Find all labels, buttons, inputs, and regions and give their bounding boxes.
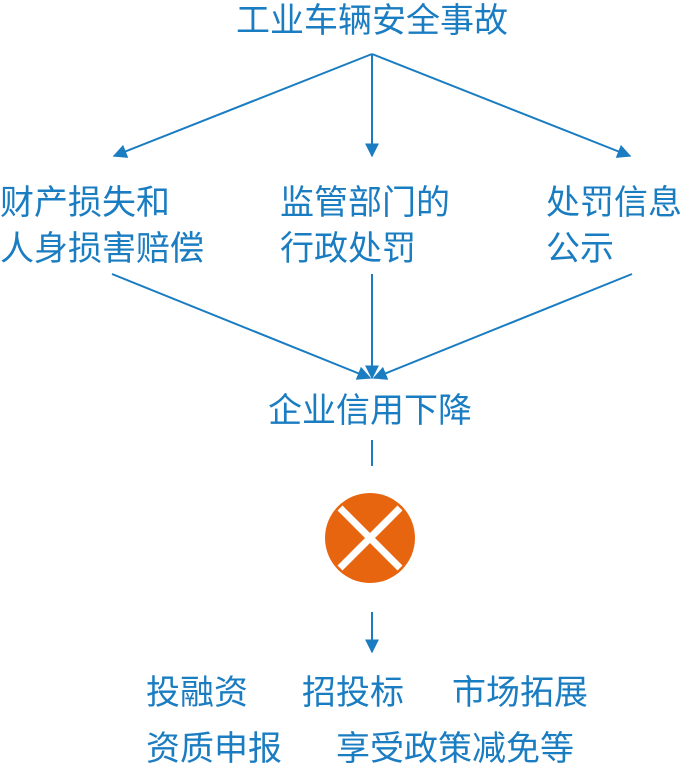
node-disclosure-line2: 公示: [546, 229, 614, 269]
arrow-right-to-merge: [372, 273, 633, 380]
node-compensation-line1: 财产损失和: [0, 183, 170, 223]
node-penalty-line1: 监管部门的: [280, 183, 450, 223]
arrow-left-to-merge: [111, 273, 372, 380]
node-credit-decline: 企业信用下降: [268, 391, 472, 431]
node-disclosure-line1: 处罚信息: [546, 183, 682, 223]
effect-financing: 投融资: [146, 673, 248, 713]
effect-policy-benefits: 享受政策减免等: [336, 729, 574, 769]
arrow-root-to-right: [371, 53, 632, 158]
arrow-root-to-left: [112, 53, 373, 158]
effect-bidding: 招投标: [302, 673, 404, 713]
node-compensation-line2: 人身损害赔偿: [0, 229, 204, 269]
x-circle-icon: [325, 493, 415, 583]
effect-qualification: 资质申报: [146, 729, 282, 769]
node-penalty-line2: 行政处罚: [280, 229, 416, 269]
effect-market-expansion: 市场拓展: [452, 673, 588, 713]
root-node: 工业车辆安全事故: [236, 1, 508, 41]
